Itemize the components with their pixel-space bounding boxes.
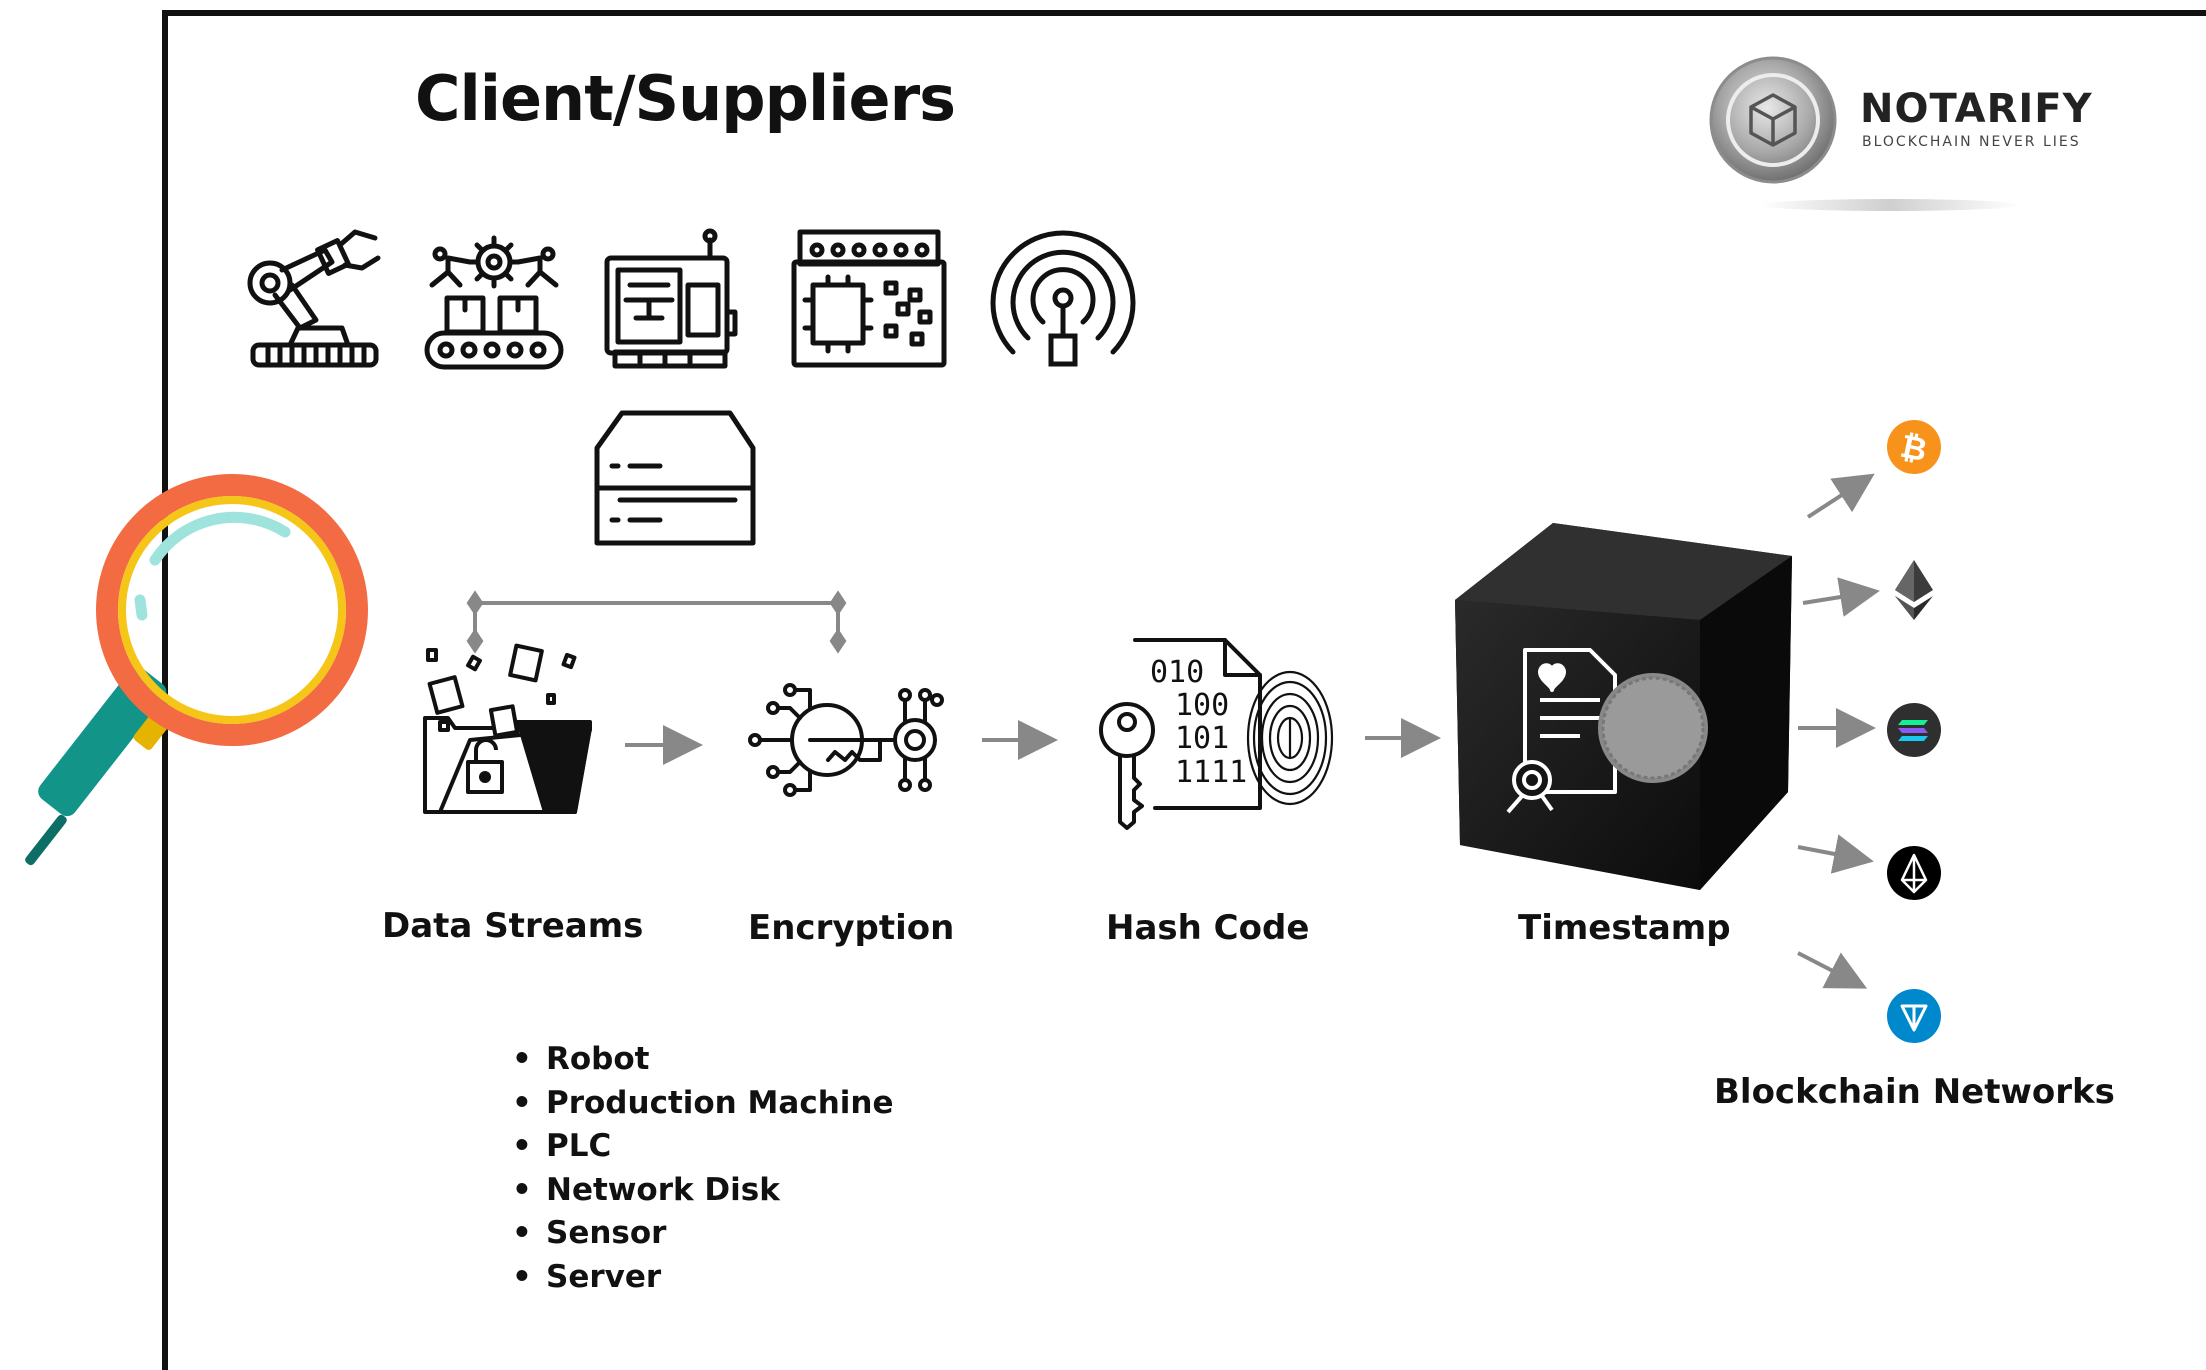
bullet: • [512, 1084, 532, 1121]
key-circuit-icon [748, 683, 944, 797]
list-item-label: Server [546, 1258, 662, 1295]
ton-icon [1887, 989, 1941, 1043]
step-label-encryption: Encryption [748, 908, 955, 948]
bullet: • [512, 1215, 532, 1251]
bullet: • [512, 1258, 532, 1295]
logo-tagline: BLOCKCHAIN NEVER LIES [1862, 134, 2081, 150]
logo-name: NOTARIFY [1860, 86, 2093, 132]
svg-text:101: 101 [1175, 721, 1229, 756]
step-label-data-streams: Data Streams [382, 906, 644, 946]
bracket-connector [466, 590, 847, 654]
list-item-label: PLC [546, 1128, 612, 1164]
list-item: • Robot [512, 1038, 893, 1082]
bitcoin-icon: ₿ [1887, 420, 1941, 474]
black-cube-certificate-icon [1455, 523, 1792, 890]
step-label-timestamp: Timestamp [1518, 908, 1731, 948]
notarify-logo-seal [1709, 56, 2020, 211]
blockchain-networks-label: Blockchain Networks [1714, 1072, 2115, 1112]
list-item-label: Production Machine [546, 1084, 894, 1121]
list-item: • PLC [512, 1125, 893, 1169]
bullet: • [512, 1171, 532, 1208]
page-title: Client/Suppliers [415, 62, 956, 135]
flow-arrows [625, 473, 1880, 989]
bullet: • [512, 1041, 532, 1077]
server-icon [594, 410, 756, 546]
list-item: • Server [512, 1256, 893, 1300]
ethereum-icon [1895, 560, 1933, 620]
svg-text:010: 010 [1150, 655, 1204, 690]
robot-arm-icon [247, 229, 381, 368]
eos-icon [1887, 846, 1941, 900]
printer-machine-icon [604, 228, 738, 369]
step-label-hash-code: Hash Code [1106, 908, 1310, 948]
list-item-label: Network Disk [546, 1171, 780, 1208]
list-item: • Sensor [512, 1212, 893, 1256]
solana-icon [1887, 703, 1941, 757]
list-item: • Network Disk [512, 1169, 893, 1213]
list-item: • Production Machine [512, 1082, 893, 1126]
key-fingerprint-icon: 010 100 101 1111 [1099, 638, 1334, 830]
production-machine-icon [424, 235, 564, 370]
magnifier-icon [25, 474, 368, 866]
source-list: • Robot • Production Machine • PLC • Network… [512, 1038, 893, 1299]
list-item-label: Robot [546, 1041, 650, 1077]
folder-icon [423, 643, 592, 814]
list-item-label: Sensor [546, 1215, 667, 1251]
svg-text:100: 100 [1175, 688, 1229, 723]
sensor-signal-icon [990, 230, 1136, 367]
plc-board-icon [791, 229, 947, 368]
bullet: • [512, 1128, 532, 1164]
svg-text:1111: 1111 [1175, 755, 1247, 790]
